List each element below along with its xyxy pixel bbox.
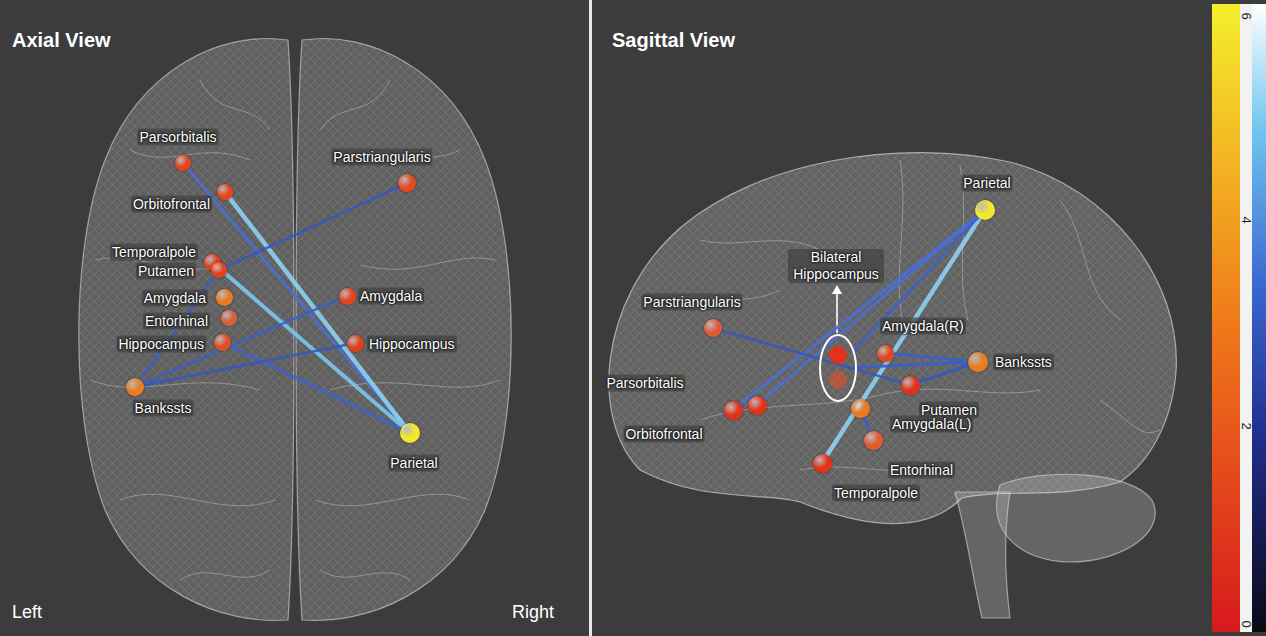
- region-label: Temporalpole: [832, 485, 920, 502]
- region-node: Parietal: [400, 423, 420, 443]
- region-label: Amygdala: [142, 290, 208, 307]
- region-node: Parstriangularis: [704, 319, 722, 337]
- gyri: [90, 80, 500, 580]
- region-node: Parsorbitalis: [175, 155, 191, 171]
- scale-tick: 2: [1240, 422, 1253, 429]
- pointer-arrowhead: [832, 285, 842, 294]
- left-hemisphere-mesh: [79, 39, 294, 621]
- region-label: Orbitofrontal: [131, 196, 212, 213]
- region-label: Temporalpole: [110, 244, 198, 261]
- region-node: Amygdala: [216, 289, 233, 306]
- ellipse-outline: [819, 334, 857, 402]
- region-label: Parstriangularis: [641, 294, 742, 311]
- edge-colour-bar: [1252, 4, 1266, 632]
- connectivity-edge: [857, 362, 968, 367]
- brainstem: [955, 492, 1010, 618]
- region-label: Amygdala(L): [890, 416, 973, 433]
- node-colour-bar: [1212, 4, 1240, 632]
- connectivity-edge: [140, 276, 214, 379]
- region-ellipse: Bilateral Hippocampus: [819, 334, 857, 402]
- region-label: Parsorbitalis: [137, 129, 218, 146]
- hippocampus-dot: [829, 346, 847, 364]
- region-node: Hippocampus: [347, 335, 364, 352]
- region-label: Parsorbitalis: [604, 375, 685, 392]
- ellipse: [820, 335, 856, 401]
- region-node: Orbitofrontal: [217, 184, 233, 200]
- region-node: Parstriangularis: [398, 174, 416, 192]
- panel-title: Sagittal View: [612, 30, 735, 50]
- connectivity-edge: [864, 417, 870, 431]
- connectivity-edge: [230, 198, 404, 425]
- region-label: Entorhinal: [143, 313, 210, 330]
- tick-strip: [1240, 4, 1252, 632]
- region-node: Amygdala(R): [877, 345, 894, 362]
- cerebrum: [609, 153, 1176, 524]
- region-node: Bankssts: [968, 352, 988, 372]
- region-node: Putamen: [211, 262, 227, 278]
- region-node: Entorhinal: [221, 310, 237, 326]
- connectivity-edge: [740, 216, 977, 404]
- region-label: Entorhinal: [888, 462, 955, 479]
- scale-tick: 6: [1240, 12, 1253, 19]
- region-label: Parietal: [961, 175, 1012, 192]
- connectivity-edge: [226, 187, 399, 267]
- region-label: Bilateral Hippocampus: [788, 249, 884, 283]
- region-node: Orbitofrontal: [748, 396, 767, 415]
- panel-divider: [589, 0, 592, 636]
- region-label: Bankssts: [133, 400, 194, 417]
- connectivity-edge: [893, 354, 968, 361]
- region-node: Entorhinal: [864, 431, 883, 450]
- connectivity-edge: [919, 365, 969, 382]
- region-node: Hippocampus: [214, 334, 231, 351]
- region-label: Hippocampus: [367, 336, 457, 353]
- region-label: Amygdala: [358, 288, 424, 305]
- region-label: Putamen: [136, 263, 196, 280]
- connectivity-edge: [722, 331, 901, 383]
- sulci: [660, 160, 1160, 471]
- panel-title: Axial View: [12, 30, 111, 50]
- region-node: Putamen: [901, 376, 920, 395]
- region-label: Parietal: [388, 455, 439, 472]
- region-node: Bankssts: [126, 378, 144, 396]
- region-label: Amygdala(R): [880, 318, 966, 335]
- region-label: Parstriangularis: [331, 149, 432, 166]
- connectivity-edge: [854, 217, 978, 350]
- orientation-label: Left: [12, 603, 42, 621]
- left-hemisphere: [79, 39, 294, 621]
- region-label: Orbitofrontal: [623, 426, 704, 443]
- connectivity-edge: [764, 216, 977, 398]
- cerebrum-mesh: [609, 153, 1176, 524]
- connectivity-edge: [230, 346, 401, 429]
- hippocampus-dot: [829, 371, 847, 389]
- region-node: Parietal: [975, 200, 995, 220]
- orientation-label: Right: [512, 603, 554, 621]
- region-node: Temporalpole: [813, 454, 832, 473]
- region-node: Amygdala: [339, 288, 356, 305]
- region-label: Bankssts: [993, 354, 1054, 371]
- region-node: Amygdala(L): [851, 399, 870, 418]
- region-node: Parsorbitalis: [724, 401, 743, 420]
- scale-tick: 0: [1240, 620, 1253, 627]
- scale-tick: 4: [1240, 216, 1253, 223]
- region-label: Hippocampus: [116, 336, 206, 353]
